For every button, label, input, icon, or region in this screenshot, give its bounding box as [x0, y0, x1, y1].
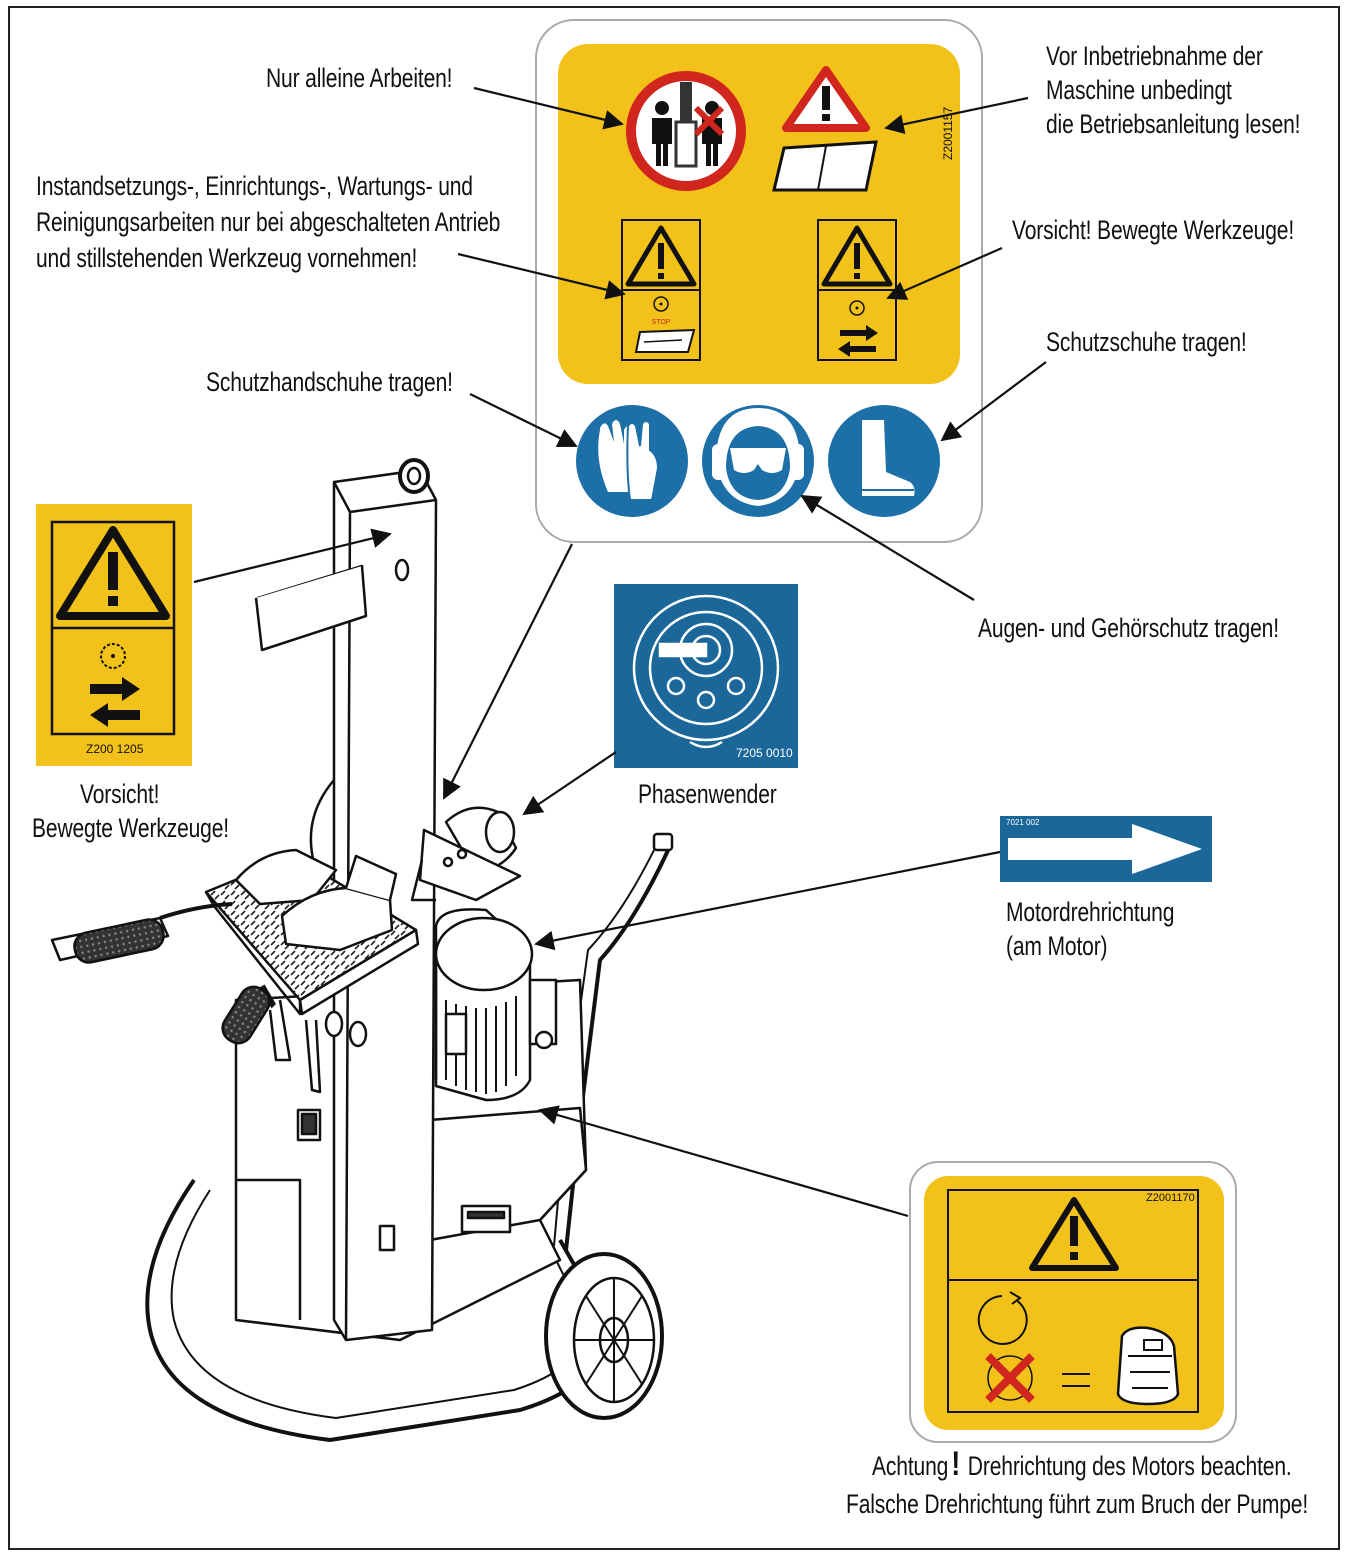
- no-second-person-icon: [626, 71, 746, 191]
- label-vorsicht-top: Vorsicht! Bewegte Werkzeuge!: [1012, 215, 1295, 245]
- label-motordrehrichtung-1: Motordrehrichtung: [1006, 897, 1175, 927]
- left-sticker-code: Z200 1205: [86, 742, 144, 756]
- label-achtung-exclaim: !: [951, 1445, 960, 1483]
- manual-book-icon: [772, 140, 878, 192]
- label-motordrehrichtung-2: (am Motor): [1006, 931, 1108, 961]
- warning-triangle-icon: [782, 66, 870, 132]
- label-vor-inbetriebnahme-1: Vor Inbetriebnahme der: [1046, 41, 1263, 71]
- direction-arrow-sticker: [1000, 816, 1212, 882]
- label-phasenwender: Phasenwender: [638, 779, 777, 809]
- phase-inverter-icon: [632, 594, 780, 749]
- label-vor-inbetriebnahme-3: die Betriebsanleitung lesen!: [1046, 109, 1301, 139]
- diagram-frame: [8, 6, 1340, 1550]
- direction-arrow-icon: [1008, 824, 1202, 874]
- label-instandsetzung-1: Instandsetzungs-, Einrichtungs-, Wartung…: [36, 171, 473, 201]
- label-achtung-line-1: Achtung!Drehrichtung des Motors beachten…: [872, 1446, 1292, 1484]
- label-vor-inbetriebnahme-2: Maschine unbedingt: [1046, 75, 1232, 105]
- label-instandsetzung-2: Reinigungsarbeiten nur bei abgeschaltete…: [36, 207, 501, 237]
- boot-icon: [828, 405, 940, 517]
- log-splitter-machine: [50, 458, 674, 1442]
- label-schutzschuhe: Schutzschuhe tragen!: [1046, 327, 1247, 357]
- phase-inverter-sticker: [614, 584, 798, 768]
- label-augen-gehoerschutz: Augen- und Gehörschutz tragen!: [978, 613, 1279, 643]
- phase-sticker-code: 7205 0010: [736, 746, 793, 760]
- label-schutzhandschuhe: Schutzhandschuhe tragen!: [206, 367, 453, 397]
- label-vorsicht-left-2: Bewegte Werkzeuge!: [32, 813, 229, 843]
- label-instandsetzung-3: und stillstehenden Werkzeug vornehmen!: [36, 243, 418, 273]
- rotation-sticker-code: Z2001170: [1146, 1192, 1195, 1204]
- stop-text: STOP: [652, 319, 671, 326]
- label-vorsicht-left-1: Vorsicht!: [80, 779, 160, 809]
- label-achtung-word: Achtung: [872, 1451, 949, 1481]
- wrong-direction-cross-icon: [985, 1353, 1035, 1403]
- gloves-icon: [576, 405, 688, 517]
- rotation-warning-sticker: [909, 1161, 1237, 1443]
- label-achtung-line-2: Falsche Drehrichtung führt zum Bruch der…: [846, 1489, 1309, 1519]
- moving-tools-panel: [817, 219, 897, 361]
- leader-arrows: [193, 86, 1047, 1218]
- main-sticker-code: Z2001157: [941, 107, 955, 160]
- pump-icon: [1116, 1326, 1180, 1406]
- main-safety-sticker: Z2001157 STOP: [535, 19, 983, 543]
- eye-ear-protection-icon: [702, 405, 814, 517]
- label-nur-alleine: Nur alleine Arbeiten!: [266, 63, 453, 93]
- arrow-sticker-code: 7021 002: [1006, 818, 1040, 827]
- label-achtung-text: Drehrichtung des Motors beachten.: [967, 1451, 1292, 1481]
- rotation-icon: [977, 1291, 1028, 1345]
- left-moving-tools-sticker: [36, 504, 192, 766]
